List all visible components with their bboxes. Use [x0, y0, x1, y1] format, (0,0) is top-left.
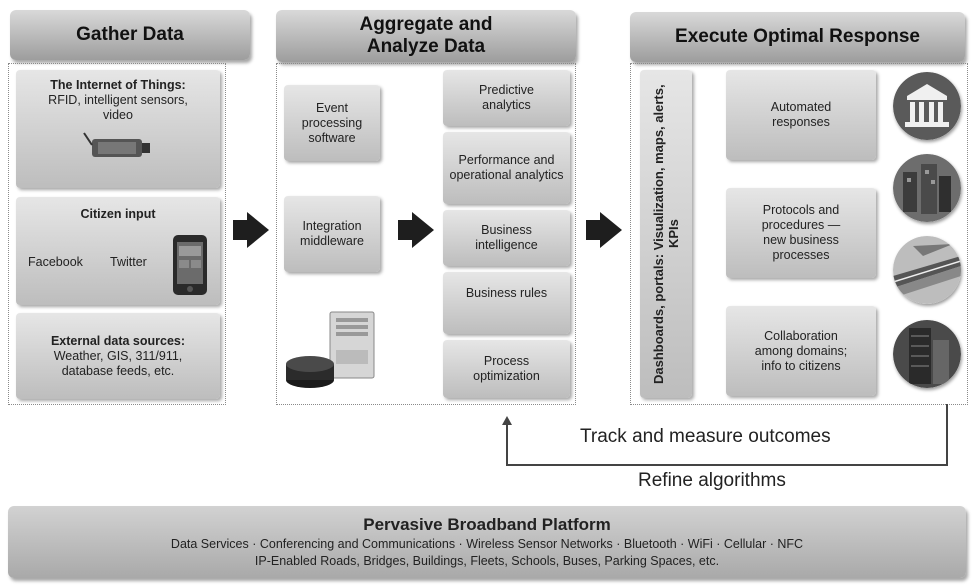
highway-icon: [893, 236, 961, 304]
sensor-device-icon: [83, 132, 150, 157]
predictive-analytics-box: Predictive analytics: [443, 70, 570, 126]
business-intelligence-label: Business intelligence: [475, 223, 538, 252]
performance-analytics-label: Performance and operational analytics: [449, 153, 564, 182]
twitter-label: Twitter: [110, 255, 147, 269]
business-intelligence-box: Business intelligence: [443, 210, 570, 266]
iot-subtitle: RFID, intelligent sensors, video: [48, 93, 188, 122]
refine-algorithms-label: Refine algorithms: [638, 470, 786, 491]
execute-response-header: Execute Optimal Response: [630, 12, 965, 62]
citizen-input-title: Citizen input: [80, 207, 156, 221]
feedback-loop-arrowhead: [502, 416, 512, 425]
event-processing-label: Event processing software: [301, 100, 363, 145]
gather-data-panel: [8, 63, 226, 405]
external-data-title: External data sources:: [50, 333, 186, 348]
process-optimization-box: Process optimization: [443, 340, 570, 398]
feedback-loop-left-line: [506, 424, 508, 466]
automated-responses-box: Automated responses: [726, 70, 876, 160]
collaboration-label: Collaboration among domains; info to cit…: [754, 328, 848, 373]
gather-data-header: Gather Data: [10, 10, 250, 60]
external-data-subtitle: Weather, GIS, 311/911, database feeds, e…: [53, 348, 183, 378]
protocols-procedures-label: Protocols and procedures — new business …: [761, 203, 841, 262]
process-optimization-label: Process optimization: [473, 354, 540, 383]
government-building-icon: [893, 72, 961, 140]
execute-response-panel: [630, 63, 968, 405]
automated-responses-label: Automated responses: [770, 100, 832, 129]
pervasive-broadband-platform: Pervasive Broadband Platform Data Servic…: [8, 506, 966, 578]
performance-analytics-box: Performance and operational analytics: [443, 132, 570, 204]
iot-box: The Internet of Things: RFID, intelligen…: [16, 70, 220, 188]
execute-response-title: Execute Optimal Response: [675, 26, 920, 47]
protocols-procedures-box: Protocols and procedures — new business …: [726, 188, 876, 278]
predictive-analytics-label: Predictive analytics: [479, 83, 534, 112]
gather-data-title: Gather Data: [76, 24, 184, 45]
integration-middleware-box: Integration middleware: [284, 196, 380, 272]
dashboards-label: Dashboards, portals: Visualization, maps…: [651, 84, 681, 384]
facebook-label: Facebook: [28, 255, 83, 269]
external-data-box: External data sources: Weather, GIS, 311…: [16, 313, 220, 399]
server-tower-icon: [329, 311, 375, 379]
business-rules-label: Business rules: [465, 286, 548, 300]
integration-middleware-label: Integration middleware: [300, 219, 364, 248]
city-street-icon: [893, 154, 961, 222]
feedback-loop-bottom-line: [506, 464, 948, 466]
event-processing-box: Event processing software: [284, 85, 380, 161]
feedback-loop-right-line: [946, 404, 948, 466]
platform-line-1: Data Services · Conferencing and Communi…: [170, 537, 804, 551]
aggregate-analyze-header: Aggregate and Analyze Data: [276, 10, 576, 62]
track-measure-label: Track and measure outcomes: [580, 426, 831, 447]
database-disk-icon: [286, 356, 334, 388]
collaboration-box: Collaboration among domains; info to cit…: [726, 306, 876, 396]
platform-title: Pervasive Broadband Platform: [363, 515, 611, 534]
dashboards-box: Dashboards, portals: Visualization, maps…: [640, 70, 692, 398]
smartphone-icon: [173, 235, 207, 295]
business-rules-box: Business rules: [443, 272, 570, 334]
aggregate-analyze-title: Aggregate and Analyze Data: [359, 14, 493, 57]
office-building-icon: [893, 320, 961, 388]
aggregate-analyze-panel: [276, 63, 576, 405]
platform-line-2: IP-Enabled Roads, Bridges, Buildings, Fl…: [254, 554, 720, 568]
iot-title: The Internet of Things:: [50, 78, 186, 92]
